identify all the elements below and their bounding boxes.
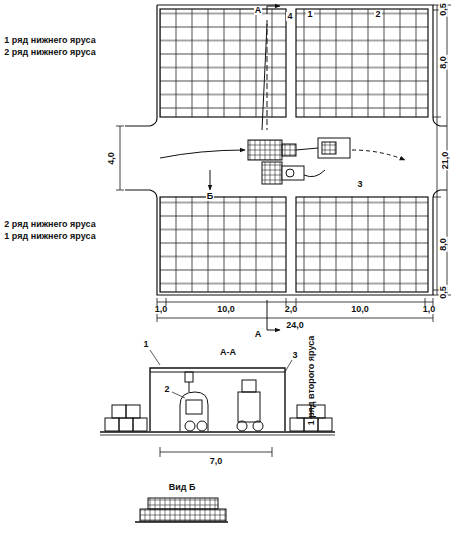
drawing-label: 1 <box>142 340 149 349</box>
flow-arrows <box>160 150 405 160</box>
drawing-label: 4,0 <box>106 151 115 166</box>
drawing-label: 10,0 <box>350 305 370 314</box>
drawing-label: 8,0 <box>438 55 447 70</box>
dimension-lines <box>116 5 451 322</box>
section-lines <box>210 6 280 330</box>
drawing-label: 3 <box>291 351 298 360</box>
drawing-label: 1 ряд нижнего яруса <box>3 36 96 45</box>
drawing-label: 2 <box>374 10 381 19</box>
drawing-label: 10,0 <box>216 305 236 314</box>
drawing-label: 3 <box>356 180 363 189</box>
drawing-label: Б <box>206 192 214 201</box>
site-outline <box>125 5 447 295</box>
drawing-label: 0,5 <box>438 2 447 17</box>
drawing-label: А <box>254 330 263 339</box>
stack-grids <box>160 9 428 292</box>
drawing-label: 1 <box>306 10 313 19</box>
drawing-label: Вид Б <box>168 483 197 492</box>
drawing-label: 1 ряд второго яруса <box>308 334 317 426</box>
machines <box>248 138 350 184</box>
drawing-label: 7,0 <box>209 457 224 466</box>
drawing-label: 0,5 <box>438 285 447 300</box>
drawing-label: 2 <box>163 385 170 394</box>
drawing-label: 24,0 <box>285 321 305 330</box>
drawing-label: 21,0 <box>442 150 451 170</box>
view-b <box>135 498 228 522</box>
drawing-label: 1 ряд нижнего яруса <box>3 232 96 241</box>
drawing-label: 2 ряд нижнего яруса <box>3 48 96 57</box>
drawing-label: 8,0 <box>438 237 447 252</box>
drawing-label: 1,0 <box>422 305 437 314</box>
drawing-label: А-А <box>219 348 237 357</box>
drawing-label: 2,0 <box>284 305 299 314</box>
drawing-label: А <box>254 6 263 15</box>
drawing-label: 4 <box>286 12 293 21</box>
drawing-label: 2 ряд нижнего яруса <box>3 220 96 229</box>
drawing-label: 1,0 <box>154 305 169 314</box>
section-a-a <box>100 350 335 457</box>
